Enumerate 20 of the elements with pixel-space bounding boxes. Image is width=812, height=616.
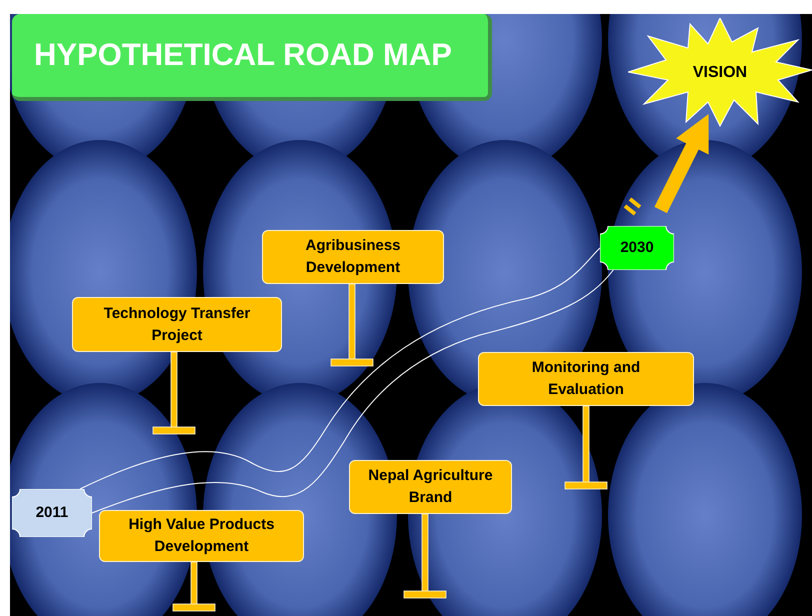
road-line bbox=[80, 248, 600, 490]
road-line bbox=[92, 270, 614, 514]
node-label: Agribusiness Development bbox=[304, 236, 402, 278]
title-text: HYPOTHETICAL ROAD MAP bbox=[34, 36, 452, 74]
year-marker bbox=[12, 489, 92, 537]
signboard bbox=[349, 460, 512, 514]
signboard bbox=[99, 510, 304, 562]
year-marker bbox=[600, 226, 674, 270]
signboard bbox=[478, 352, 694, 406]
node-label: 2011 bbox=[34, 503, 70, 523]
node-label: VISION bbox=[692, 63, 748, 83]
signboard bbox=[262, 230, 444, 284]
node-label: Technology Transfer Project bbox=[102, 304, 252, 346]
node-label: Nepal Agriculture Brand bbox=[367, 466, 494, 508]
node-label: 2030 bbox=[619, 238, 655, 258]
node-label: Monitoring and Evaluation bbox=[530, 358, 642, 400]
arrow bbox=[654, 114, 709, 214]
node-label: High Value Products Development bbox=[128, 515, 276, 557]
star-burst bbox=[628, 18, 812, 128]
signboard bbox=[72, 297, 282, 352]
